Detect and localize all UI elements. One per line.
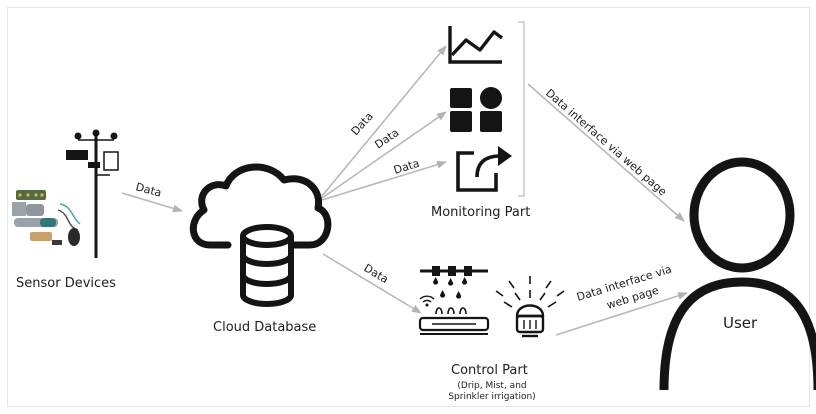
drip-irrigation-icon — [418, 266, 490, 335]
control-part-detail-line2: Sprinkler irrigation) — [448, 392, 536, 402]
export-icon — [456, 146, 512, 192]
diagram-frame — [7, 7, 810, 407]
cloud-icon — [190, 163, 332, 249]
control-part-label: Control Part — [451, 363, 528, 378]
edge-label-cloud-to-chart: Data — [349, 110, 376, 138]
arrow-sensor-to-cloud — [121, 192, 183, 213]
arrow-cloud-to-dashboard — [321, 111, 447, 199]
line-chart-icon — [448, 26, 504, 64]
edge-label-sensor-to-cloud: Data — [134, 180, 163, 199]
sensor-probes-icon — [12, 190, 81, 246]
user-label: User — [723, 314, 758, 332]
dashboard-tiles-icon — [450, 87, 502, 132]
edge-label-cloud-to-control: Data — [361, 261, 390, 286]
sensor-devices-label: Sensor Devices — [16, 276, 116, 291]
arrow-cloud-to-chart — [321, 45, 447, 197]
database-icon — [240, 224, 294, 307]
arrow-control-to-user — [555, 291, 688, 336]
control-part-detail-line1: (Drip, Mist, and — [457, 381, 527, 391]
edge-label-monitoring-to-user: Data interface via web page — [543, 86, 669, 198]
sprinkler-icon — [495, 276, 565, 338]
cloud-database-label: Cloud Database — [213, 320, 317, 335]
arrow-cloud-to-control — [322, 253, 422, 314]
control-part-detail: (Drip, Mist, and Sprinkler irrigation) — [437, 381, 547, 403]
monitoring-bracket — [518, 21, 525, 197]
weather-station-icon — [66, 129, 119, 258]
monitoring-part-label: Monitoring Part — [431, 205, 531, 220]
arrow-monitoring-to-user — [527, 83, 685, 222]
arrow-cloud-to-export — [321, 160, 447, 201]
user-icon — [659, 157, 816, 391]
